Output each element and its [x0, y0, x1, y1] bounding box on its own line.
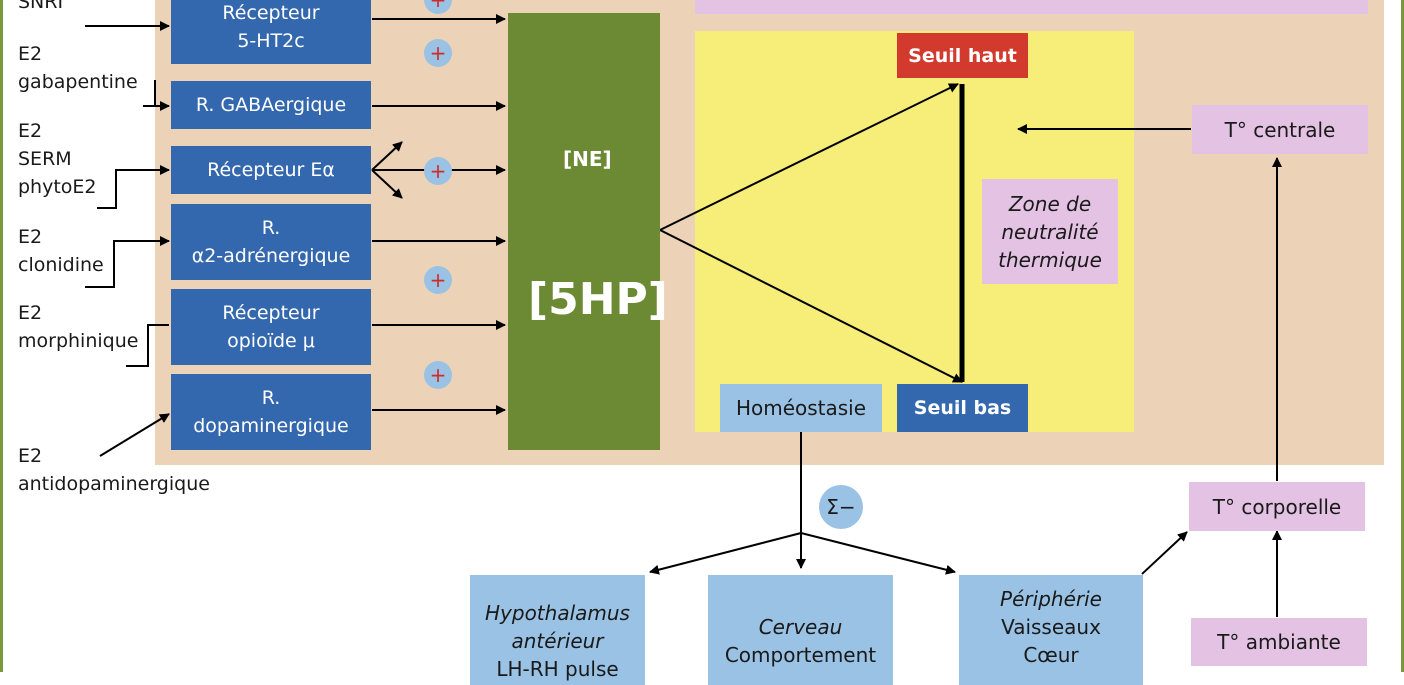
receptor-label: Récepteur — [222, 2, 320, 24]
plus-icon: + — [424, 266, 452, 294]
seuil-bas-box: Seuil bas — [897, 384, 1028, 432]
homeostasis-label: Homéostasie — [735, 396, 867, 420]
effector-label: LH-RH pulse — [496, 657, 619, 681]
input-label: gabapentine — [18, 71, 138, 93]
receptor-label: R. — [261, 217, 281, 239]
input-label: antidopaminergique — [18, 473, 210, 495]
sigma-label: Σ− — [826, 495, 856, 519]
sigma-minus-icon: Σ− — [819, 485, 863, 529]
input-morphinique: E2 morphinique — [18, 299, 138, 355]
receptor-alpha2: R. α2-adrénergique — [171, 204, 371, 280]
ambient-temperature-label: T° ambiante — [1217, 630, 1341, 654]
input-snri: SNRI — [18, 0, 63, 16]
input-antidopaminergique: E2 antidopaminergique — [18, 442, 210, 498]
neutral-zone-box: Zone de neutralité thermique — [982, 179, 1118, 284]
receptor-label: Récepteur Eα — [207, 159, 335, 181]
plus-sign: + — [429, 159, 447, 183]
serotonin-center-box — [508, 13, 660, 450]
input-label: E2 — [18, 445, 43, 467]
effector-label: Cerveau — [758, 615, 843, 639]
body-temperature-label: T° corporelle — [1212, 494, 1342, 519]
effector-label: Vaisseaux — [1001, 615, 1101, 639]
plus-sign: + — [429, 363, 447, 387]
neutral-zone-label: thermique — [998, 247, 1102, 272]
central-temperature-label: T° centrale — [1224, 117, 1336, 142]
effector-label: Cœur — [1023, 643, 1079, 667]
plus-sign: + — [429, 268, 447, 292]
receptor-label: Récepteur — [222, 302, 320, 324]
5hp-label: [5HP] — [528, 274, 668, 325]
ambient-temperature-box: T° ambiante — [1191, 618, 1367, 666]
plus-icon: + — [424, 0, 452, 14]
effector-label: Comportement — [724, 643, 877, 667]
receptor-estrogen-alpha: Récepteur Eα — [171, 146, 371, 194]
neutral-zone-label: neutralité — [1001, 219, 1099, 244]
effector-label: antérieur — [511, 629, 604, 653]
input-label: SERM — [18, 148, 72, 170]
plus-icon: + — [424, 361, 452, 389]
input-gabapentine: E2 gabapentine — [18, 40, 138, 96]
receptor-label: R. — [261, 387, 281, 409]
body-temperature-box: T° corporelle — [1189, 482, 1365, 531]
seuil-bas-label: Seuil bas — [913, 397, 1012, 419]
effector-label: Hypothalamus — [485, 601, 630, 625]
effector-peripherie: Périphérie Vaisseaux Cœur — [959, 575, 1143, 685]
receptor-label: dopaminergique — [193, 415, 349, 437]
effector-label: Périphérie — [1000, 587, 1102, 611]
receptor-opioid-mu: Récepteur opioïde μ — [171, 289, 371, 365]
receptor-gaba: R. GABAergique — [171, 81, 371, 129]
receptor-label: R. GABAergique — [195, 94, 347, 116]
input-label: SNRI — [18, 0, 64, 13]
ne-label: [NE] — [563, 147, 612, 171]
seuil-haut-box: Seuil haut — [897, 33, 1028, 78]
central-temperature-box: T° centrale — [1192, 105, 1368, 154]
frame-left-border — [0, 0, 3, 672]
effector-cerveau: Cerveau Comportement — [708, 575, 893, 685]
receptor-label: 5-HT2c — [237, 30, 305, 52]
receptor-label: α2-adrénergique — [191, 245, 351, 267]
homeostasis-box: Homéostasie — [720, 384, 882, 432]
receptor-label: opioïde μ — [227, 330, 315, 352]
neutral-zone-label: Zone de — [1008, 191, 1092, 216]
top-pink-strip — [695, 0, 1368, 14]
input-serm: E2 SERM phytoE2 — [18, 117, 97, 201]
plus-sign: + — [429, 41, 447, 65]
plus-icon: + — [424, 157, 452, 185]
input-label: E2 — [18, 226, 43, 248]
input-label: E2 — [18, 120, 43, 142]
seuil-haut-label: Seuil haut — [908, 44, 1017, 67]
receptor-5ht2c: Récepteur 5-HT2c — [171, 0, 371, 64]
frame-right-border — [1401, 0, 1404, 672]
input-label: morphinique — [18, 330, 139, 352]
input-label: phytoE2 — [18, 176, 97, 198]
effector-hypothalamus: Hypothalamus antérieur LH-RH pulse — [470, 575, 645, 685]
input-label: E2 — [18, 302, 43, 324]
input-label: clonidine — [18, 254, 104, 276]
plus-sign: + — [429, 0, 447, 12]
plus-icon: + — [424, 39, 452, 67]
input-clonidine: E2 clonidine — [18, 223, 104, 279]
receptor-dopamine: R. dopaminergique — [171, 374, 371, 450]
input-label: E2 — [18, 43, 43, 65]
